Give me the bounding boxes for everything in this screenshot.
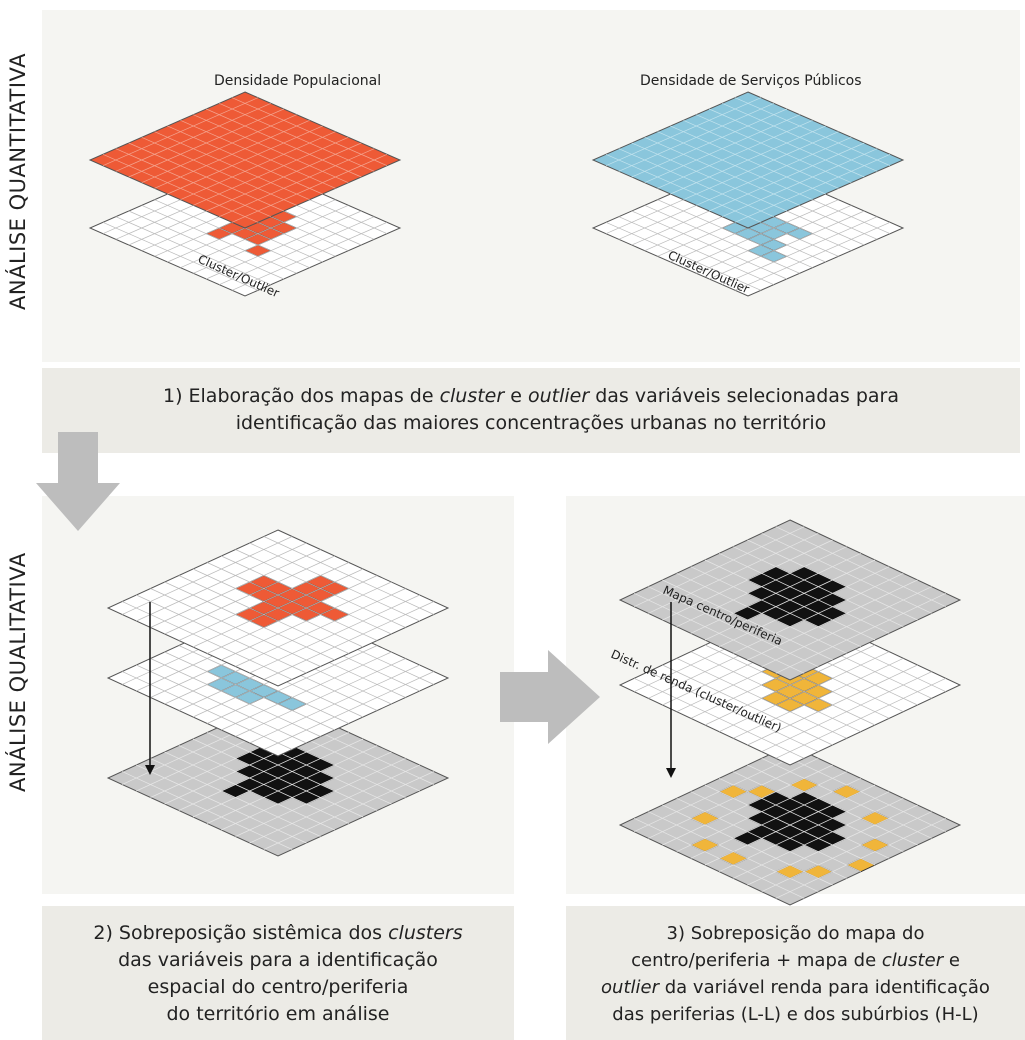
services-cluster-overlay-gridline <box>263 671 434 750</box>
step2-line2: das variáveis para a identificação <box>118 949 438 971</box>
step1-caption: 1) Elaboração dos mapas de cluster e out… <box>42 383 1020 437</box>
step2-caption: 2) Sobreposição sistêmica dos clusters d… <box>42 920 514 1028</box>
step2-line1-b: clusters <box>388 922 463 944</box>
step2-line3: espacial do centro/periferia <box>147 976 409 998</box>
result-center-layer-gridline <box>136 764 307 844</box>
center-periphery-layer-gridline <box>648 586 819 667</box>
step1-caption-band <box>42 368 1020 453</box>
population-density-title: Densidade Populacional <box>214 73 382 89</box>
periphery-down-arrowhead-icon <box>666 768 676 778</box>
population-density-plane-gridline <box>231 154 388 223</box>
step3-line3-a: outlier <box>601 977 660 998</box>
step3-line3-b: da variável renda para identificação <box>659 977 990 998</box>
center-periphery-layer-gridline <box>634 593 805 674</box>
services-density-plane-gridline <box>734 154 891 223</box>
population-cluster-layer-gridline <box>102 222 259 291</box>
result-center-layer-gridline <box>122 771 293 850</box>
step3-line2-b: cluster <box>881 950 944 971</box>
population-density-plane-gridline <box>102 154 259 223</box>
step1-line1-d: outlier <box>527 385 590 407</box>
step2-caption-band <box>42 906 514 1040</box>
step2-line1-a: 2) Sobreposição sistêmica dos <box>93 922 389 944</box>
center-periphery-layer-gridline <box>775 593 946 674</box>
step3-line2-c: e <box>943 950 960 971</box>
income-cluster-layer-gridline <box>634 678 805 759</box>
income-cluster-layer-gridline <box>648 671 819 752</box>
result-center-layer-gridline <box>263 771 434 850</box>
services-cluster-layer-gridline <box>734 222 891 291</box>
public-services-density-title: Densidade de Serviços Públicos <box>640 73 862 89</box>
population-cluster-layer-gridline <box>115 216 271 285</box>
services-density-plane-gridline <box>605 154 762 223</box>
step3-caption: 3) Sobreposição do mapa do centro/perife… <box>566 920 1025 1028</box>
services-cluster-overlay-gridline <box>136 664 307 744</box>
population-density-plane-gridline <box>115 148 271 217</box>
step3-caption-band <box>566 906 1025 1040</box>
step3-line4: das periferias (L-L) e dos subúrbios (H-… <box>612 1004 979 1025</box>
population-cluster-overlay-gridline <box>136 594 307 674</box>
step3-line1: 3) Sobreposição do mapa do <box>666 923 925 944</box>
population-cluster-overlay-gridline <box>263 601 434 680</box>
step1-line1-e: das variáveis selecionadas para <box>589 385 900 407</box>
income-cluster-layer-gridline <box>775 678 946 759</box>
step2-line4: do território em análise <box>166 1003 390 1025</box>
services-cluster-layer-gridline <box>618 216 774 285</box>
step3-line2-a: centro/periferia + mapa de <box>631 950 882 971</box>
step1-line1-a: 1) Elaboração dos mapas de <box>162 385 440 407</box>
step1-line2: identificação das maiores concentrações … <box>235 412 827 434</box>
overlay-down-arrowhead-icon <box>145 765 155 775</box>
services-cluster-layer-gridline <box>605 222 762 291</box>
services-density-plane-gridline <box>618 148 774 217</box>
result-periphery-layer-gridline <box>775 818 946 899</box>
population-cluster-layer-gridline <box>231 222 388 291</box>
result-periphery-layer-gridline <box>648 811 819 892</box>
step1-line1-b: cluster <box>439 385 505 407</box>
result-periphery-layer-gridline <box>634 818 805 899</box>
step1-line1-c: e <box>504 385 528 407</box>
